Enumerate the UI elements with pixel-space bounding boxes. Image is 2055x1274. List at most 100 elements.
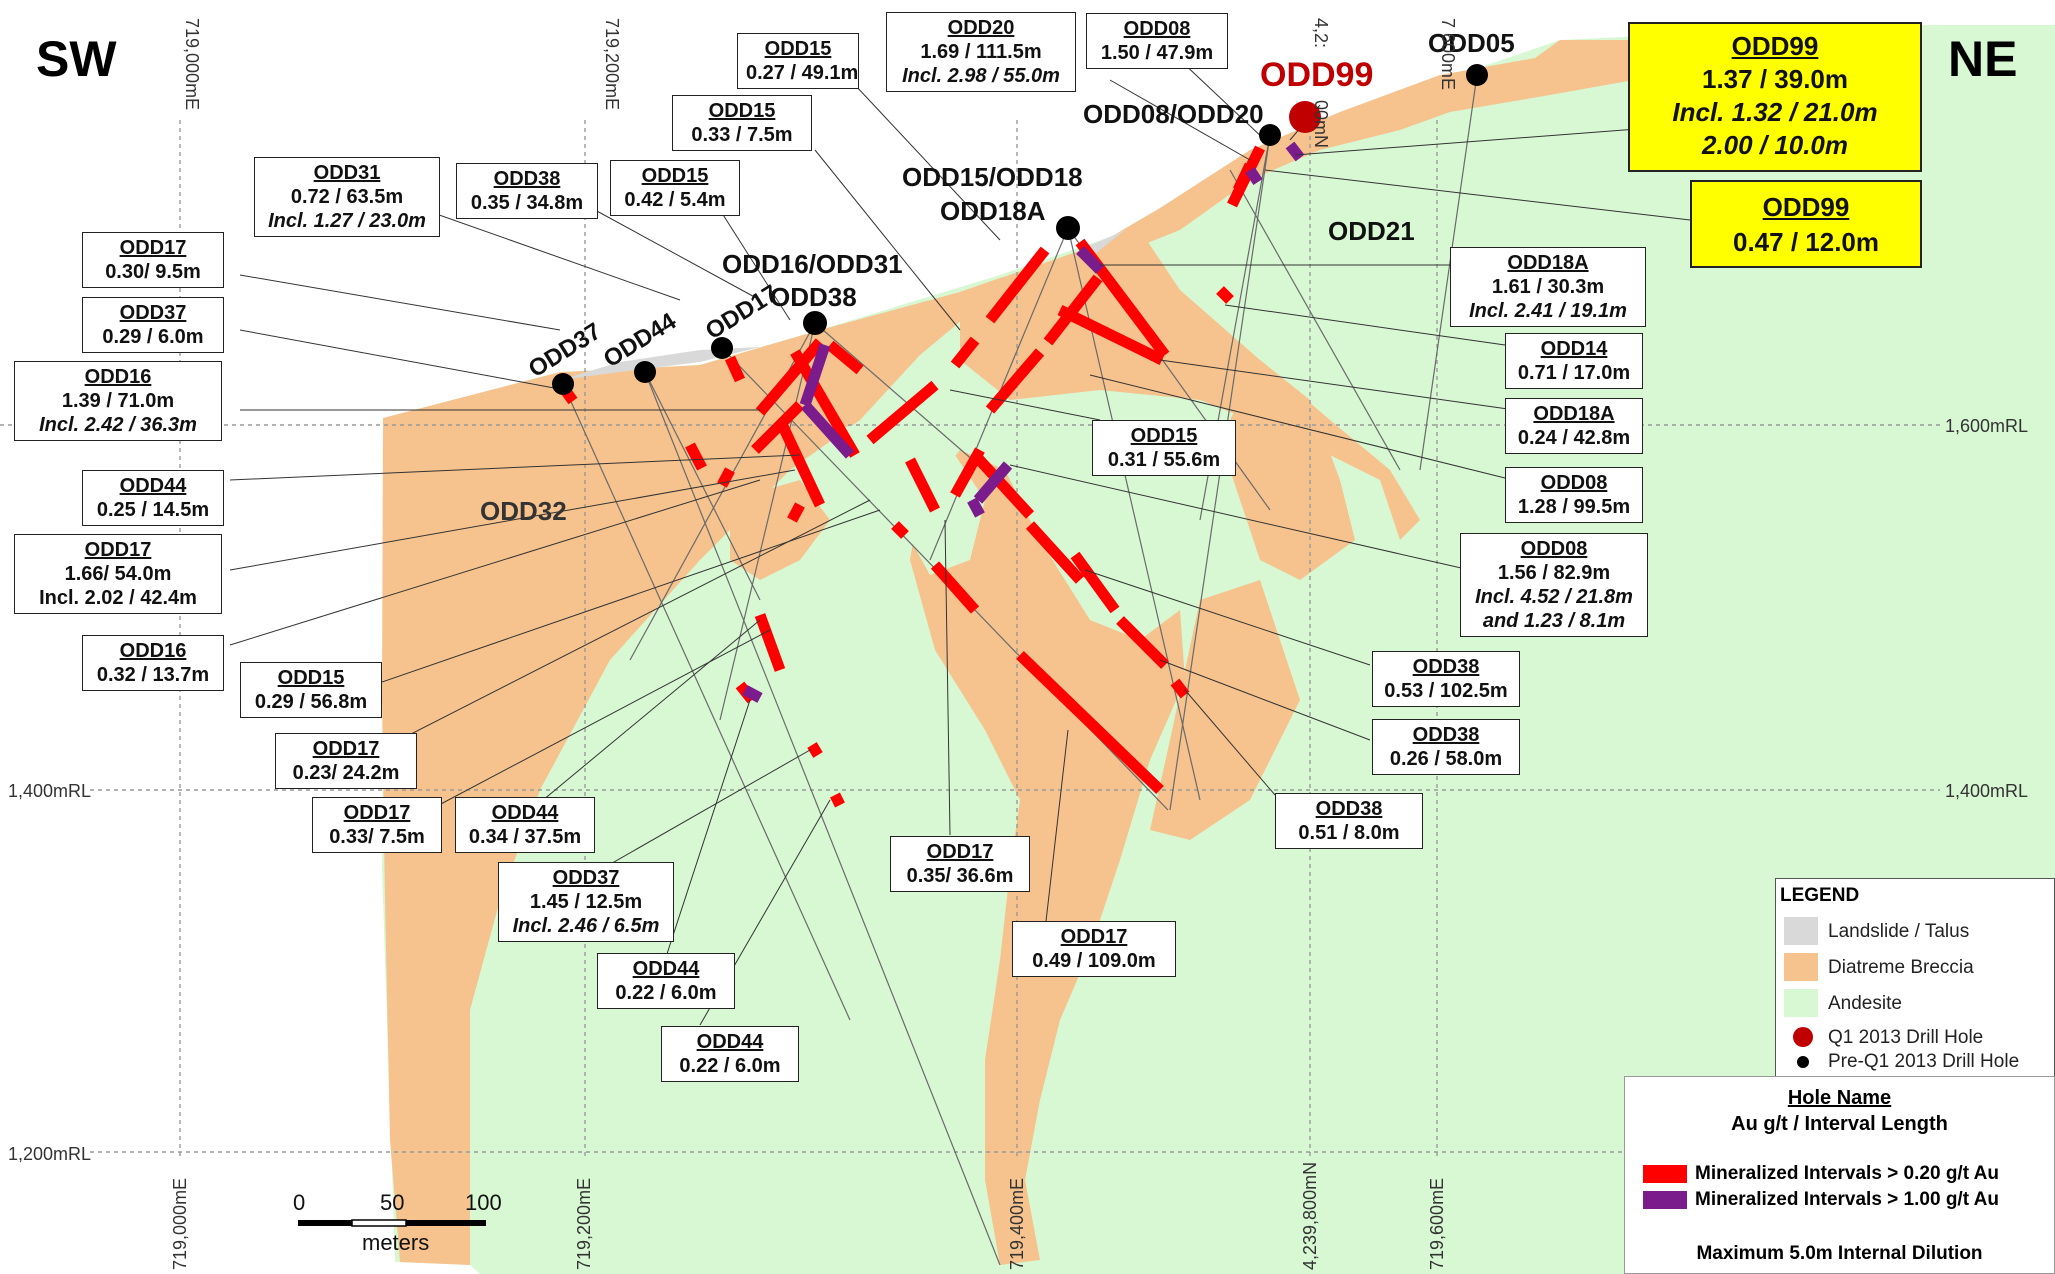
east-bot-719200: 719,200mE <box>574 1178 594 1270</box>
east-top-north: 00mN <box>1311 100 1331 148</box>
east-top-719200: 719,200mE <box>602 18 622 110</box>
breccia-unit <box>1150 580 1300 840</box>
leader <box>594 209 761 301</box>
east-bot-719600: 719,600mE <box>1427 1178 1447 1270</box>
interval-purple <box>973 461 1013 504</box>
talus-unit <box>560 347 760 380</box>
interval-red <box>755 338 825 416</box>
unit-label-odd32: ODD32 <box>480 496 567 526</box>
collar-odd08-odd20 <box>1259 124 1281 146</box>
collar-label-odd17: ODD17 <box>701 280 783 345</box>
interval-red <box>950 336 980 369</box>
interval-red <box>775 417 825 508</box>
interval-red <box>685 442 707 471</box>
key-dilution: Maximum 5.0m Internal Dilution <box>1696 1243 1983 1264</box>
collar-label-odd18a: ODD18A <box>940 196 1046 226</box>
east-top-719600: 7 600mE <box>1438 18 1458 90</box>
highlight-odd99-b: ODD99 0.47 / 12.0m <box>1690 180 1922 268</box>
east-top-719000: 719,000mE <box>182 18 202 110</box>
leader <box>814 149 961 331</box>
leader <box>1294 124 1691 156</box>
interval-purple <box>1076 246 1104 274</box>
interval-red <box>1170 678 1190 699</box>
leader <box>229 469 796 571</box>
interval-red <box>985 348 1045 414</box>
interval-red <box>826 340 864 375</box>
key-hole-name: Hole Name <box>1787 1087 1892 1109</box>
interval-purple <box>799 343 831 407</box>
leader <box>599 749 811 871</box>
scale-tick-100: 100 <box>465 1190 502 1215</box>
interval-red <box>787 502 805 523</box>
breccia-unit <box>910 450 1185 1265</box>
interval-purple <box>1245 166 1263 186</box>
interval-red <box>1216 286 1234 304</box>
collar-label-odd38: ODD38 <box>770 282 857 312</box>
east-top-42: 4,2: <box>1311 18 1331 48</box>
leader <box>664 699 751 961</box>
breccia-swatch <box>1784 953 1818 981</box>
pre-hole-icon <box>1797 1056 1809 1068</box>
interval-red <box>1057 305 1165 365</box>
interval-red <box>807 742 823 758</box>
talus-swatch <box>1784 917 1818 945</box>
key-purple-row: Mineralized Intervals > 1.00 g/t Au <box>1643 1189 1999 1211</box>
legend-title: LEGEND <box>1780 885 1860 906</box>
leader <box>1044 729 1069 931</box>
legend-panel: LEGEND Landslide / Talus Diatreme Brecci… <box>1775 878 2055 1078</box>
leader <box>419 629 771 816</box>
interval-red <box>1116 616 1169 669</box>
breccia-unit <box>1220 360 1355 580</box>
corner-sw: SW <box>36 31 117 87</box>
key-red-row: Mineralized Intervals > 0.20 g/t Au <box>1643 1163 1999 1185</box>
leader <box>1159 659 1371 741</box>
interval-purple <box>800 401 855 459</box>
collar-odd44 <box>634 361 656 383</box>
leader <box>1224 304 1506 346</box>
collar-odd99 <box>1289 101 1321 133</box>
leader <box>1264 169 1691 221</box>
trace-odd16b <box>719 322 816 721</box>
interval-red <box>970 451 1035 519</box>
interval-red <box>1016 651 1164 794</box>
trace-odd37 <box>562 383 851 1021</box>
interval-red <box>754 613 786 672</box>
leader <box>1179 59 1266 141</box>
collar-label-odd15-18: ODD15/ODD18 <box>902 162 1083 192</box>
interval-red <box>1025 521 1085 584</box>
collar-label-odd16-31: ODD16/ODD31 <box>722 249 903 279</box>
leader <box>719 209 791 321</box>
collar-label-odd05: ODD05 <box>1428 28 1515 58</box>
breccia-unit <box>730 480 830 580</box>
leader <box>1109 79 1251 161</box>
interval-red <box>985 246 1050 324</box>
east-bot-719400: 719,400mE <box>1007 1178 1027 1270</box>
trace-odd05 <box>1419 74 1478 471</box>
interval-purple <box>742 685 763 703</box>
collar-label-odd08-20: ODD08/ODD20 <box>1083 99 1264 129</box>
andesite-swatch <box>1784 989 1818 1017</box>
leader <box>424 209 681 301</box>
leader <box>1184 689 1276 796</box>
interval-purple <box>1285 141 1305 162</box>
elev-label-1600: 1,600mRL <box>1945 416 2028 436</box>
